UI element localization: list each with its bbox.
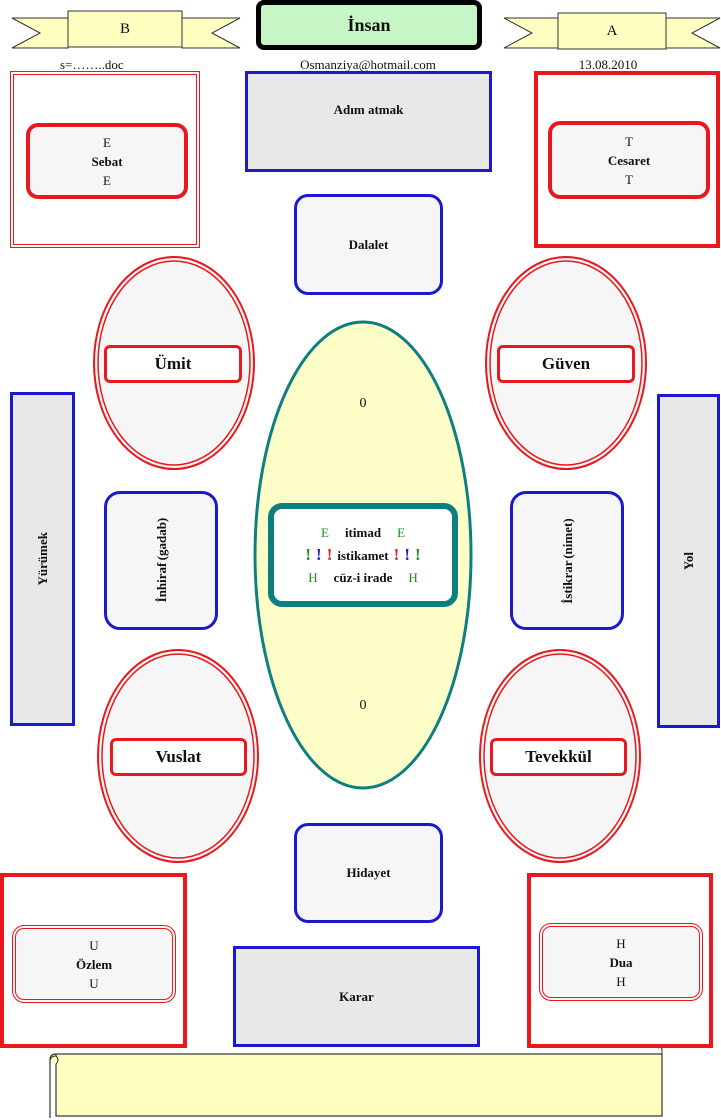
inhiraf-label: İnhiraf: [153, 562, 169, 603]
karar-box: Karar: [233, 946, 480, 1047]
mark-red-2: !: [393, 544, 400, 564]
yol-label: Yol: [680, 551, 696, 571]
left-banner-label: B: [119, 20, 130, 37]
right-banner-ribbon: [503, 12, 721, 50]
mark-red-1: !: [326, 544, 333, 564]
vuslat-label: Vuslat: [110, 738, 247, 776]
istikrar-label: İstikrar: [559, 560, 575, 604]
left-banner-ribbon: [11, 10, 241, 49]
istikamet-label: istikamet: [337, 547, 389, 563]
left-caption: s=……..doc: [60, 57, 124, 72]
right-banner-label: A: [606, 22, 618, 39]
mark-green-2: !: [414, 544, 421, 564]
bottom-scroll: [49, 1046, 663, 1118]
mark-blue-1: !: [316, 544, 322, 564]
tevekkul-label: Tevekkül: [490, 738, 627, 776]
center-bottom-zero: 0: [359, 698, 367, 713]
yurumek-label: Yürümek: [34, 532, 50, 586]
cesaret-box: T Cesaret T: [548, 121, 710, 199]
corner-top-right: T Cesaret T: [534, 71, 720, 248]
gadab-label: (gadab): [153, 518, 169, 561]
itimad-row: E itimad E: [320, 524, 406, 540]
sebat-box: E Sebat E: [26, 123, 188, 199]
corner-top-left: E Sebat E: [10, 71, 200, 248]
yurumek-box: Yürümek: [10, 392, 75, 726]
dalalet-box: Dalalet: [294, 194, 443, 295]
adim-atmak-box: Adım atmak: [245, 71, 492, 172]
hidayet-box: Hidayet: [294, 823, 443, 923]
istikrar-box: İstikrar (nimet): [510, 491, 624, 630]
mark-blue-2: !: [404, 544, 410, 564]
umit-label: Ümit: [104, 345, 242, 383]
cuzi-irade-row: H cüz-i irade H: [308, 569, 418, 585]
nimet-label: (nimet): [559, 517, 575, 559]
center-caption: Osmanziya@hotmail.com: [300, 57, 436, 72]
dua-box: H Dua H: [539, 923, 703, 1001]
center-inner-box: E itimad E ! ! ! istikamet ! ! ! H cüz-i…: [268, 503, 458, 607]
right-caption: 13.08.2010: [578, 57, 638, 72]
ozlem-box: U Özlem U: [12, 925, 176, 1003]
center-top-zero: 0: [359, 396, 367, 411]
corner-bottom-left: U Özlem U: [0, 873, 187, 1048]
yol-box: Yol: [657, 394, 720, 728]
corner-bottom-right: H Dua H: [527, 873, 713, 1048]
mark-green-1: !: [305, 544, 312, 564]
page-title: İnsan: [256, 0, 482, 50]
istikamet-row: ! ! ! istikamet ! ! !: [305, 544, 420, 567]
guven-label: Güven: [497, 345, 635, 383]
inhiraf-box: İnhiraf (gadab): [104, 491, 218, 630]
